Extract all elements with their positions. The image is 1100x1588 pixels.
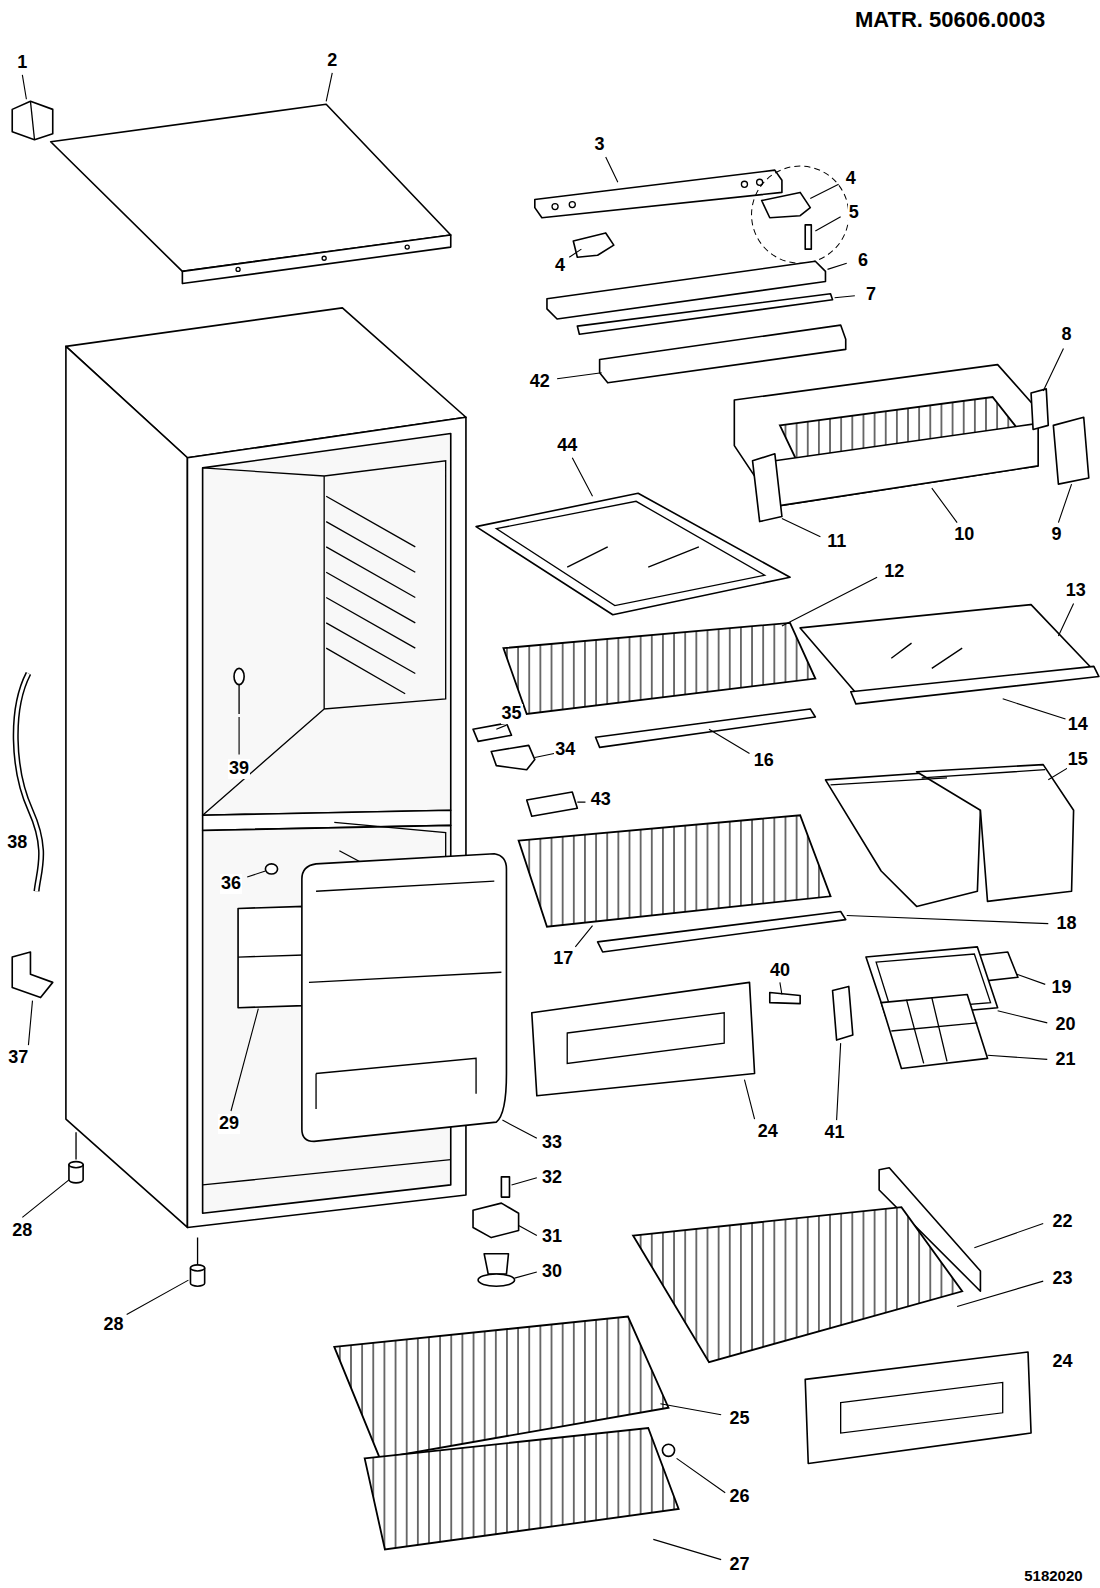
callout-number: 9 bbox=[1050, 525, 1062, 545]
callout-number: 4 bbox=[554, 256, 566, 276]
callout-number: 36 bbox=[220, 874, 242, 894]
callout-number: 6 bbox=[857, 251, 869, 271]
callout-number: 4 bbox=[845, 169, 857, 189]
callout-number: 38 bbox=[6, 833, 28, 853]
callout-number: 7 bbox=[865, 285, 877, 305]
callout-number: 39 bbox=[228, 759, 250, 779]
callout-number: 15 bbox=[1067, 750, 1089, 770]
callout-number: 32 bbox=[541, 1168, 563, 1188]
callout-number: 30 bbox=[541, 1262, 563, 1282]
callout-number: 25 bbox=[728, 1409, 750, 1429]
callout-number: 28 bbox=[102, 1315, 124, 1335]
callout-number: 8 bbox=[1061, 325, 1073, 345]
callout-number: 44 bbox=[556, 436, 578, 456]
callout-number: 43 bbox=[590, 790, 612, 810]
drawing-number: 5182020 bbox=[1023, 1568, 1083, 1585]
callout-number: 17 bbox=[552, 949, 574, 969]
callout-number: 34 bbox=[554, 740, 576, 760]
callout-number: 12 bbox=[883, 562, 905, 582]
callout-number: 27 bbox=[728, 1555, 750, 1575]
callout-number: 26 bbox=[728, 1487, 750, 1507]
callout-number: 1 bbox=[16, 53, 28, 73]
callout-number: 20 bbox=[1055, 1015, 1077, 1035]
callout-number: 41 bbox=[824, 1124, 846, 1144]
callout-number: 11 bbox=[826, 532, 847, 552]
callout-number: 14 bbox=[1067, 715, 1089, 735]
callout-number: 24 bbox=[757, 1123, 779, 1143]
callout-number: 18 bbox=[1056, 914, 1078, 934]
callout-number: 21 bbox=[1055, 1051, 1077, 1071]
callout-number: 24 bbox=[1052, 1352, 1074, 1372]
callout-number: 23 bbox=[1052, 1269, 1074, 1289]
callout-number: 2 bbox=[326, 51, 338, 71]
callout-number: 35 bbox=[500, 704, 522, 724]
callout-number: 22 bbox=[1052, 1212, 1074, 1232]
callout-number: 19 bbox=[1050, 978, 1072, 998]
callout-number: 5 bbox=[848, 203, 860, 223]
callout-number: 16 bbox=[753, 751, 775, 771]
callout-number: 33 bbox=[541, 1133, 563, 1153]
callout-number: 10 bbox=[953, 525, 975, 545]
callout-number: 28 bbox=[11, 1221, 33, 1241]
callout-number: 31 bbox=[541, 1227, 563, 1247]
callout-number: 40 bbox=[769, 961, 791, 981]
callout-number: 3 bbox=[594, 135, 606, 155]
material-number-title: MATR. 50606.0003 bbox=[855, 7, 1045, 33]
callout-number: 29 bbox=[218, 1114, 240, 1134]
callout-number: 37 bbox=[7, 1049, 29, 1069]
callout-number: 13 bbox=[1065, 581, 1087, 601]
callout-number: 42 bbox=[529, 372, 551, 392]
